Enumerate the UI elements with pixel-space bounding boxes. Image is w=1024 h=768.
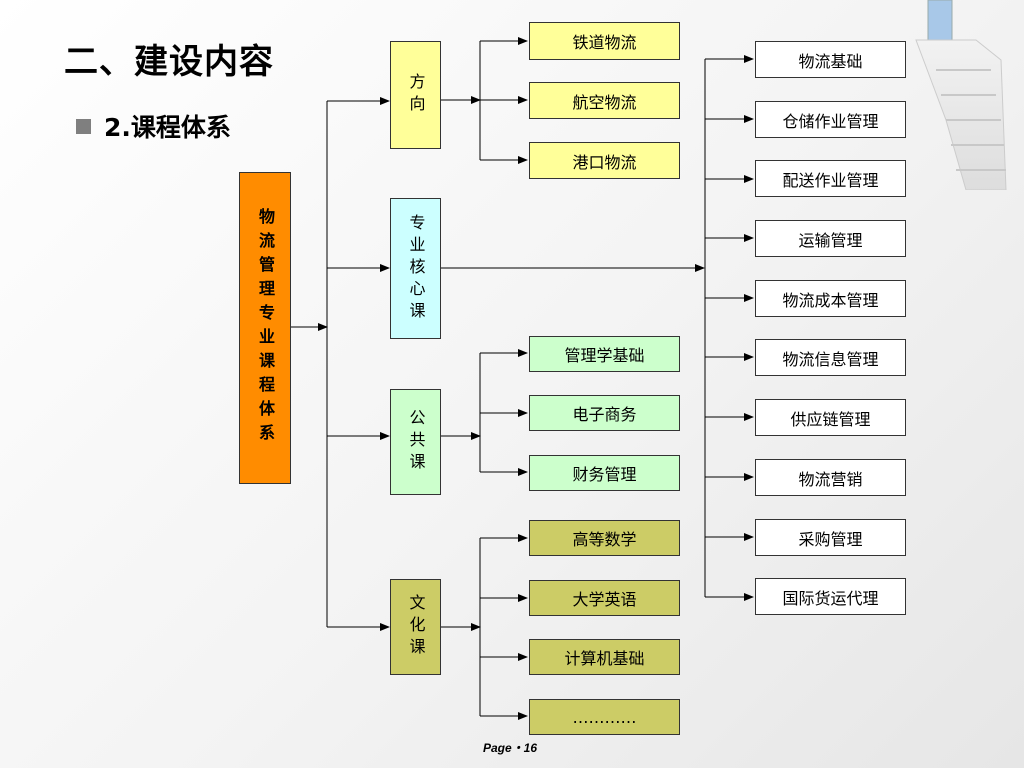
- culture-course-item: 大学英语: [529, 580, 680, 616]
- category-public-courses: 公共课: [390, 389, 441, 495]
- square-bullet-icon: [76, 118, 91, 134]
- core-course-item: 供应链管理: [755, 399, 906, 436]
- category-core-courses: 专业核心课: [390, 198, 441, 339]
- culture-course-item: …………: [529, 699, 680, 735]
- subtitle-row: 2.课程体系: [76, 108, 231, 144]
- direction-item: 航空物流: [529, 82, 680, 119]
- core-course-item: 物流营销: [755, 459, 906, 496]
- staircase-decoration: [915, 0, 1007, 190]
- section-subtitle: 2.课程体系: [104, 113, 231, 142]
- culture-course-item: 高等数学: [529, 520, 680, 556]
- public-course-item: 电子商务: [529, 395, 680, 431]
- core-course-item: 运输管理: [755, 220, 906, 257]
- page-number: Page・16: [483, 741, 538, 755]
- direction-item: 铁道物流: [529, 22, 680, 60]
- root-node: 物流管理专业课程体系: [239, 172, 291, 484]
- public-course-item: 管理学基础: [529, 336, 680, 372]
- core-course-item: 物流成本管理: [755, 280, 906, 317]
- public-course-item: 财务管理: [529, 455, 680, 491]
- core-course-item: 采购管理: [755, 519, 906, 556]
- core-course-item: 国际货运代理: [755, 578, 906, 615]
- core-course-item: 物流信息管理: [755, 339, 906, 376]
- core-course-item: 仓储作业管理: [755, 101, 906, 138]
- category-culture-courses: 文化课: [390, 579, 441, 675]
- category-direction: 方向: [390, 41, 441, 149]
- core-course-item: 配送作业管理: [755, 160, 906, 197]
- culture-course-item: 计算机基础: [529, 639, 680, 675]
- core-course-item: 物流基础: [755, 41, 906, 78]
- page-title: 二、建设内容: [64, 42, 274, 82]
- direction-item: 港口物流: [529, 142, 680, 179]
